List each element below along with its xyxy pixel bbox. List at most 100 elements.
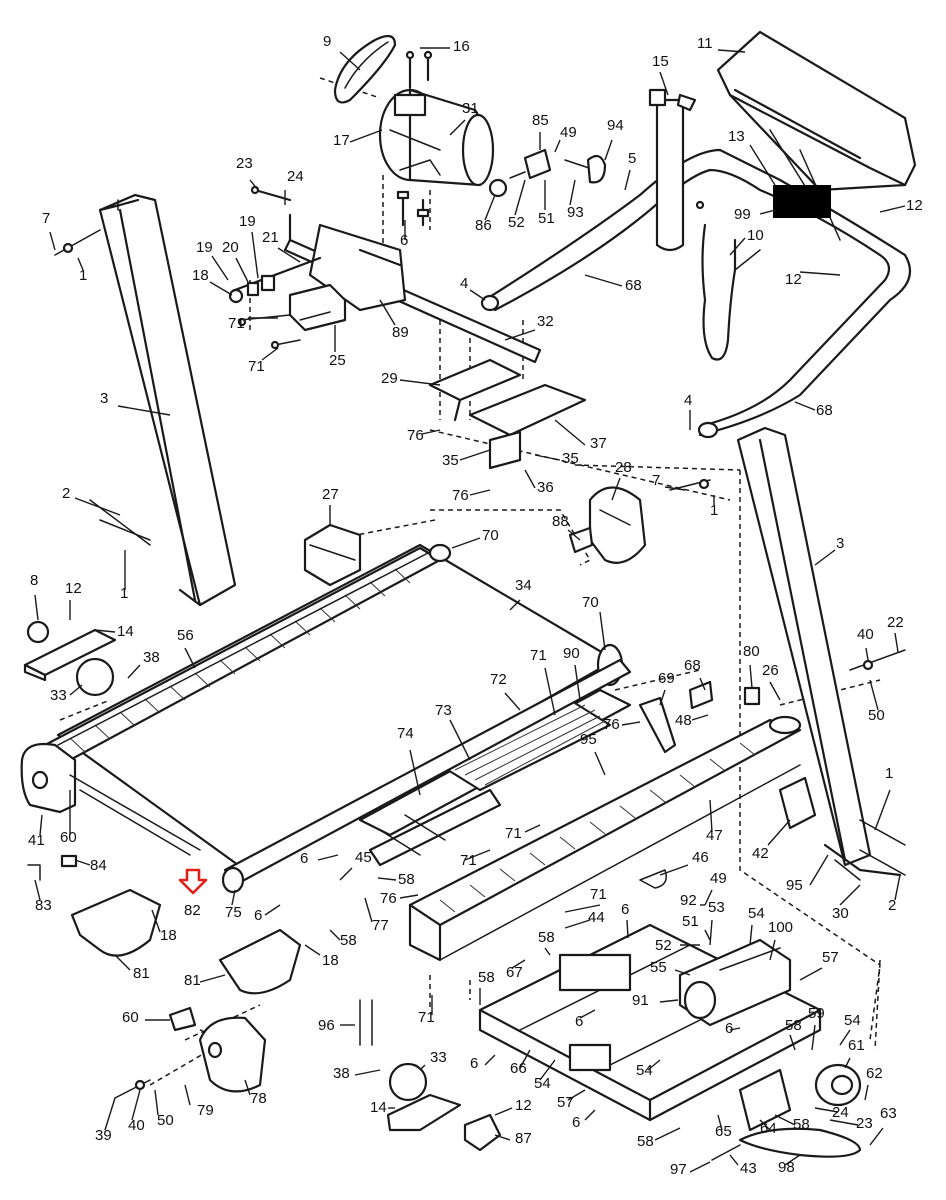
- callout-label-20: 20: [222, 239, 239, 256]
- callout-label-12: 12: [785, 271, 802, 288]
- callout-label-1: 1: [710, 502, 718, 519]
- callout-label-17: 17: [333, 132, 350, 149]
- callout-label-46: 46: [692, 849, 709, 866]
- callout-label-77: 77: [372, 917, 389, 934]
- callout-label-19: 19: [239, 213, 256, 230]
- callout-label-94: 94: [607, 117, 624, 134]
- leader-line-c51b: [704, 929, 711, 941]
- hardware-top: [396, 50, 607, 227]
- callout-label-32: 32: [537, 313, 554, 330]
- callout-label-12: 12: [65, 580, 82, 597]
- callout-label-18: 18: [322, 952, 339, 969]
- leader-line-c18a: [209, 281, 233, 296]
- callout-label-33: 33: [430, 1049, 447, 1066]
- callout-label-72: 72: [490, 671, 507, 688]
- leader-line-c56: [184, 647, 196, 669]
- callout-label-4: 4: [460, 275, 468, 292]
- callout-label-34: 34: [515, 577, 532, 594]
- leader-line-c42: [767, 819, 791, 846]
- leader-line-c26: [769, 681, 781, 701]
- callout-label-23: 23: [856, 1115, 873, 1132]
- callout-label-25: 25: [329, 352, 346, 369]
- callout-label-6: 6: [254, 907, 262, 924]
- left-upright-part-3: [98, 193, 237, 607]
- callout-label-63: 63: [880, 1105, 897, 1122]
- leader-line-c37: [554, 419, 586, 446]
- leader-line-c6h: [584, 1109, 596, 1121]
- leader-line-c68c: [699, 677, 706, 691]
- callout-label-57: 57: [822, 949, 839, 966]
- callout-label-61: 61: [848, 1037, 865, 1054]
- drive-belt-98: [738, 1127, 862, 1158]
- leader-line-c3a: [117, 405, 171, 416]
- leader-line-c76b: [469, 489, 491, 496]
- callout-label-100: 100: [768, 919, 793, 936]
- callout-label-15: 15: [652, 53, 669, 70]
- callout-label-88: 88: [552, 513, 569, 530]
- leader-line-c38b: [354, 1069, 381, 1076]
- callout-label-67: 67: [506, 964, 523, 981]
- leader-line-c6c: [264, 904, 281, 916]
- callout-label-33: 33: [50, 687, 67, 704]
- leader-line-c62: [864, 1084, 869, 1101]
- callout-label-8: 8: [30, 572, 38, 589]
- leader-line-c91: [659, 999, 679, 1003]
- leader-line-c77: [364, 897, 373, 923]
- leader-line-c58a: [377, 877, 397, 881]
- leader-line-c63: [869, 1127, 884, 1146]
- leader-line-c38a: [127, 664, 141, 679]
- callout-label-40: 40: [857, 626, 874, 643]
- callout-label-31: 31: [462, 100, 479, 117]
- callout-label-26: 26: [762, 662, 779, 679]
- leader-line-c35a: [459, 449, 491, 461]
- callout-label-80: 80: [743, 643, 760, 660]
- leader-line-c71f: [564, 904, 601, 913]
- leader-line-c57a: [799, 967, 823, 981]
- leader-line-c1a: [77, 257, 84, 271]
- callout-label-5: 5: [628, 150, 636, 167]
- callout-label-69: 69: [658, 670, 675, 687]
- leader-line-c23b: [829, 1119, 859, 1126]
- callout-label-12: 12: [515, 1097, 532, 1114]
- callout-label-1: 1: [79, 267, 87, 284]
- callout-label-49: 49: [560, 124, 577, 141]
- leader-line-c14a: [94, 629, 116, 633]
- leader-line-c83: [34, 879, 41, 901]
- leader-line-c81b: [199, 974, 226, 983]
- leader-line-c7b: [664, 486, 686, 491]
- leader-line-c98: [784, 1154, 801, 1166]
- callout-label-41: 41: [28, 832, 45, 849]
- leader-line-c72: [504, 692, 521, 711]
- callout-label-6: 6: [572, 1114, 580, 1131]
- leader-line-c12a: [879, 205, 906, 213]
- highlight-arrow: [178, 868, 208, 895]
- callout-label-53: 53: [708, 899, 725, 916]
- callout-label-24: 24: [287, 168, 304, 185]
- callout-label-19: 19: [196, 239, 213, 256]
- leader-line-c54c: [539, 1059, 556, 1081]
- callout-label-27: 27: [322, 486, 339, 503]
- leader-line-c79: [184, 1084, 191, 1106]
- callout-label-35: 35: [562, 450, 579, 467]
- end-cap-part-41: [20, 742, 201, 856]
- callout-label-66: 66: [510, 1060, 527, 1077]
- callout-label-28: 28: [615, 459, 632, 476]
- callout-label-36: 36: [537, 479, 554, 496]
- callout-label-64: 64: [760, 1120, 777, 1137]
- callout-label-54: 54: [534, 1075, 551, 1092]
- leader-line-c65: [717, 1114, 723, 1131]
- callout-label-81: 81: [184, 972, 201, 989]
- leader-line-c59: [811, 1024, 816, 1051]
- leader-line-c3b: [814, 549, 836, 566]
- callout-label-58: 58: [637, 1133, 654, 1150]
- callout-label-91: 91: [632, 992, 649, 1009]
- callout-label-23: 23: [236, 155, 253, 172]
- callout-label-6: 6: [300, 850, 308, 867]
- callout-label-59: 59: [808, 1005, 825, 1022]
- controller-board-29: [428, 358, 522, 422]
- callout-label-71: 71: [418, 1009, 435, 1026]
- bottom-end-caps: [23, 620, 502, 1152]
- callout-label-58: 58: [793, 1116, 810, 1133]
- leader-line-c18b: [151, 909, 161, 933]
